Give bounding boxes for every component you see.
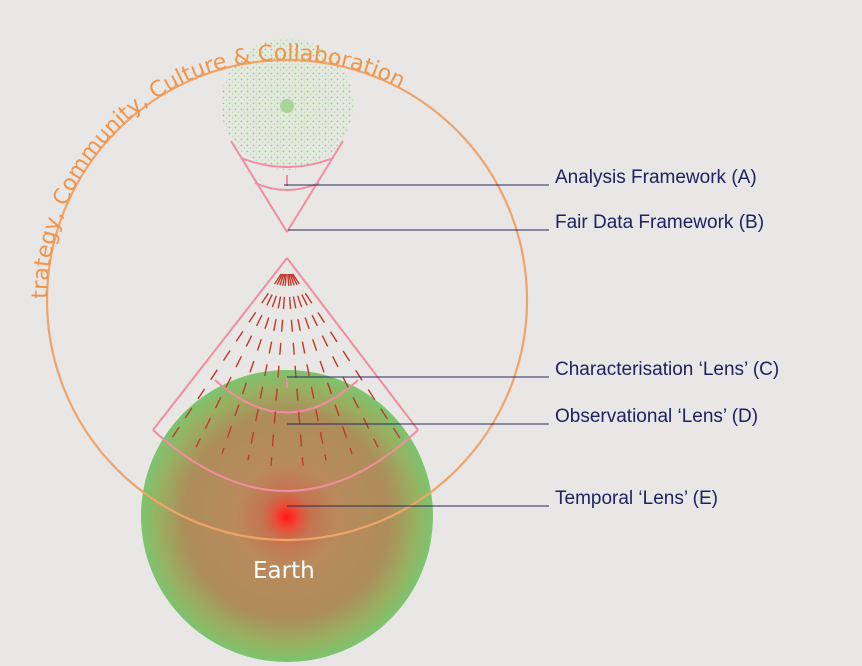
lower-lens-cone — [152, 257, 419, 492]
observation-ray — [289, 273, 353, 454]
observation-ray — [290, 273, 379, 448]
label-temporal-lens: Temporal ‘Lens’ (E) — [555, 488, 718, 509]
observation-ray — [270, 273, 287, 467]
label-fair-data-framework: Fair Data Framework (B) — [555, 212, 765, 233]
label-characterisation-lens: Characterisation ‘Lens’ (C) — [555, 359, 780, 380]
leader-lines — [284, 184, 549, 507]
observation-ray — [287, 273, 304, 467]
outer-ring — [45, 58, 529, 542]
outer-ring-text-path: Strategy, Community, Culture & Collabora… — [0, 0, 409, 299]
observation-ray — [247, 273, 286, 461]
observation-ray — [221, 273, 285, 454]
observation-rays — [169, 273, 403, 467]
analysis-sphere-center — [280, 99, 294, 113]
observation-ray — [288, 273, 327, 461]
label-observational-lens: Observational ‘Lens’ (D) — [555, 406, 759, 427]
outer-ring-text: Strategy, Community, Culture & Collabora… — [0, 0, 409, 299]
earth-core — [263, 493, 311, 541]
observation-ray — [169, 273, 282, 442]
observation-ray — [292, 273, 403, 442]
label-analysis-framework: Analysis Framework (A) — [555, 167, 757, 188]
earth-label: Earth — [253, 558, 315, 584]
observation-ray — [195, 273, 284, 448]
